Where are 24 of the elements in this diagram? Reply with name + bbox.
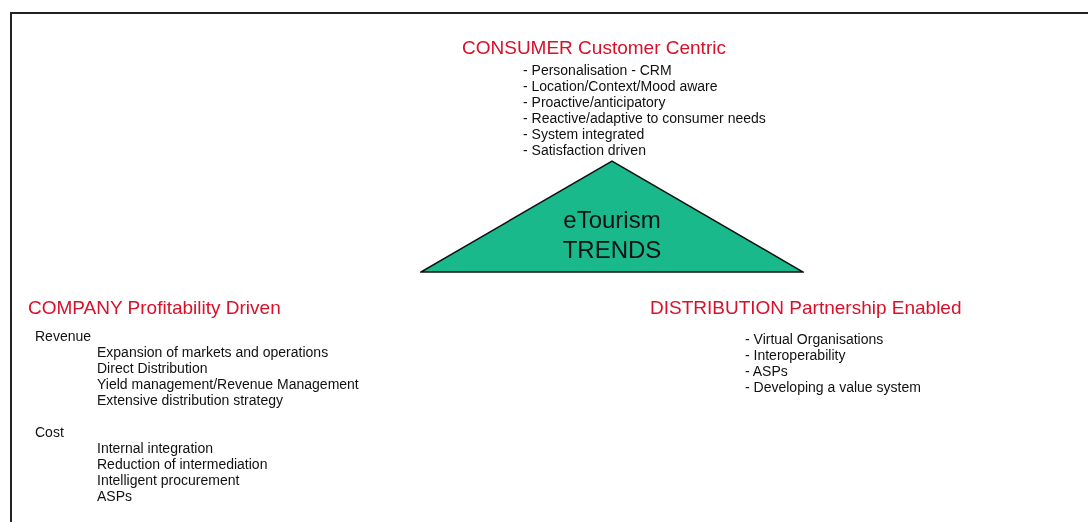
list-item: - Location/Context/Mood aware <box>523 78 718 94</box>
list-item: Extensive distribution strategy <box>97 392 283 408</box>
list-item: Direct Distribution <box>97 360 208 376</box>
section-heading: CONSUMER Customer Centric <box>462 37 726 59</box>
list-item: - Proactive/anticipatory <box>523 94 666 110</box>
list-item: Reduction of intermediation <box>97 456 268 472</box>
triangle-label: eTourism TRENDS <box>561 205 663 265</box>
subheading: Revenue <box>35 328 92 344</box>
list-item: Expansion of markets and operations <box>97 344 329 360</box>
list-item: - ASPs <box>745 363 788 379</box>
list-item: Internal integration <box>97 440 213 456</box>
section-heading: DISTRIBUTION Partnership Enabled <box>650 297 962 319</box>
list-item: Intelligent procurement <box>97 472 240 488</box>
list-item: ASPs <box>97 488 132 504</box>
list-item: - Personalisation - CRM <box>523 62 672 78</box>
list-item: - System integrated <box>523 126 645 142</box>
section-heading: COMPANY Profitability Driven <box>28 297 281 319</box>
subheading: Cost <box>35 424 64 440</box>
list-item: - Developing a value system <box>745 379 921 395</box>
list-item: - Interoperability <box>745 347 846 363</box>
list-item: - Reactive/adaptive to consumer needs <box>523 110 766 126</box>
list-item: - Satisfaction driven <box>523 142 646 158</box>
list-item: Yield management/Revenue Management <box>97 376 359 392</box>
list-item: - Virtual Organisations <box>745 331 884 347</box>
